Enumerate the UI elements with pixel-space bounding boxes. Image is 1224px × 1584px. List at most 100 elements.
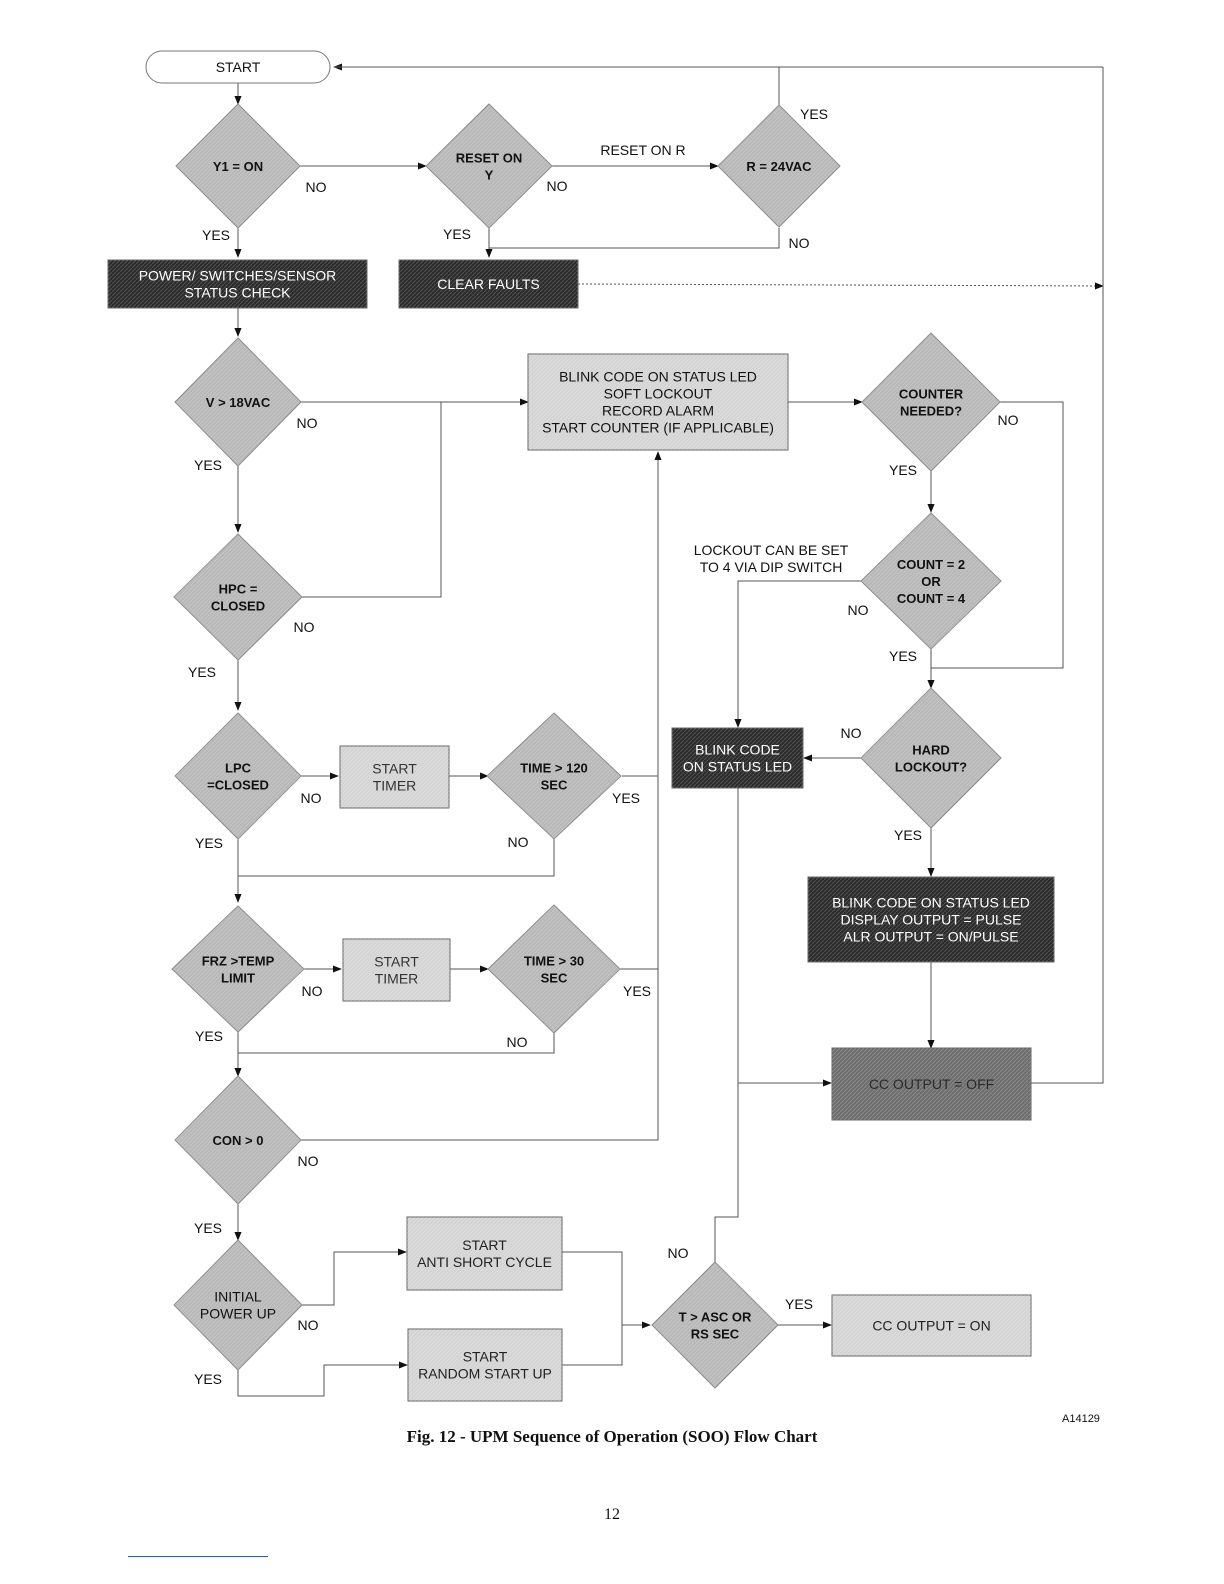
node-text: BLINK CODE — [695, 742, 780, 758]
node-text: STATUS CHECK — [184, 285, 291, 301]
edge-label: NO — [298, 1153, 319, 1169]
edge-label: NO — [298, 1317, 319, 1333]
edge-label: LOCKOUT CAN BE SET — [694, 542, 849, 558]
edge — [577, 282, 1104, 290]
figure-id: A14129 — [1062, 1413, 1100, 1425]
edge — [1031, 67, 1104, 1084]
node-text: RANDOM START UP — [418, 1366, 552, 1382]
edge-label: NO — [306, 179, 327, 195]
node-text: CC OUTPUT = OFF — [869, 1076, 994, 1092]
edge-label: NO — [841, 725, 862, 741]
edge-label: NO — [297, 415, 318, 431]
edge-label: NO — [507, 1034, 528, 1050]
edge — [562, 1251, 623, 1366]
edge-label: NO — [294, 619, 315, 635]
decision-text: RS SEC — [691, 1327, 740, 1342]
node-text: START COUNTER (IF APPLICABLE) — [542, 420, 774, 436]
decision-count-2-4: COUNT = 2 OR COUNT = 4 — [860, 512, 1002, 650]
edge-label: NO — [848, 602, 869, 618]
edge-label: YES — [612, 790, 640, 806]
node-text: ON STATUS LED — [683, 759, 792, 775]
edge-label: NO — [998, 412, 1019, 428]
node-text: BLINK CODE ON STATUS LED — [559, 369, 757, 385]
edge-label: YES — [800, 106, 828, 122]
decision-lpc-closed: LPC=CLOSED — [174, 712, 302, 840]
edge-label: YES — [202, 227, 230, 243]
edge-label: NO — [668, 1245, 689, 1261]
edge-label: YES — [785, 1296, 813, 1312]
decision-text: NEEDED? — [900, 404, 962, 419]
edge-label: YES — [194, 1371, 222, 1387]
edge-label: YES — [194, 457, 222, 473]
edge — [333, 63, 780, 106]
decision-text: HARD — [912, 743, 950, 758]
decision-reset-on-y: RESET ON Y — [425, 103, 553, 229]
decision-text: COUNT = 2 — [897, 557, 965, 572]
edge-label: NO — [301, 790, 322, 806]
process-cc-off: CC OUTPUT = OFF — [831, 1047, 1032, 1121]
node-text: BLINK CODE ON STATUS LED — [832, 895, 1030, 911]
node-text: ALR OUTPUT = ON/PULSE — [843, 929, 1018, 945]
node-text: POWER/ SWITCHES/SENSOR — [139, 268, 337, 284]
node-text: TIMER — [373, 778, 417, 794]
edge-label: NO — [508, 834, 529, 850]
decision-text: RESET ON — [456, 151, 522, 166]
decision-text: FRZ >TEMP — [202, 954, 275, 969]
decision-text: OR — [921, 574, 941, 589]
start-terminal: START — [145, 50, 331, 84]
node-text: START — [372, 761, 417, 777]
edge — [734, 580, 862, 728]
edge-label: NO — [547, 178, 568, 194]
decision-hpc-closed: HPC =CLOSED — [173, 533, 303, 661]
decision-text: T > ASC OR — [679, 1310, 752, 1325]
figure-caption: Fig. 12 - UPM Sequence of Operation (SOO… — [406, 1427, 818, 1446]
node-text: SOFT LOCKOUT — [604, 386, 713, 402]
decision-text: Y1 = ON — [213, 159, 263, 174]
decision-text: CLOSED — [211, 599, 265, 614]
decision-text: R = 24VAC — [746, 159, 812, 174]
node-text: TIMER — [375, 971, 419, 987]
edge-label: RESET ON R — [600, 142, 685, 158]
process-cc-on: CC OUTPUT = ON — [831, 1294, 1032, 1357]
edge — [238, 838, 555, 877]
edge-label: NO — [789, 235, 810, 251]
node-text: START — [463, 1349, 508, 1365]
edge-label: TO 4 VIA DIP SWITCH — [700, 559, 843, 575]
decision-text: LIMIT — [221, 971, 255, 986]
edge — [238, 1032, 555, 1054]
decision-text: V > 18VAC — [206, 395, 271, 410]
node-text: ANTI SHORT CYCLE — [417, 1254, 552, 1270]
node-text: START — [374, 954, 419, 970]
edge — [714, 788, 739, 1262]
decision-text: LPC — [225, 761, 252, 776]
edge-label: YES — [623, 983, 651, 999]
edge-label: YES — [443, 226, 471, 242]
edge — [300, 402, 442, 598]
decision-text: TIME > 120 — [520, 761, 588, 776]
edge-label: YES — [889, 648, 917, 664]
decision-text: TIME > 30 — [524, 954, 584, 969]
decision-text: COUNTER — [899, 387, 964, 402]
decision-hard-lockout: HARD LOCKOUT? — [860, 687, 1002, 829]
page-number: 12 — [604, 1506, 620, 1523]
decision-y1-on: Y1 = ON — [175, 103, 301, 229]
decision-text: Y — [485, 168, 494, 183]
edge — [931, 401, 1064, 669]
decision-text: SEC — [541, 971, 568, 986]
edge — [300, 451, 662, 1141]
decision-text: LOCKOUT? — [895, 760, 967, 775]
decision-text: COUNT = 4 — [897, 591, 966, 606]
decision-text: INITIAL — [214, 1289, 262, 1305]
decision-text: SEC — [541, 778, 568, 793]
decision-v-18vac: V > 18VAC — [174, 337, 302, 467]
edge-label: YES — [889, 462, 917, 478]
edge-label: YES — [195, 835, 223, 851]
decision-frz-temp: FRZ >TEMP LIMIT — [171, 905, 305, 1033]
node-text: DISPLAY OUTPUT = PULSE — [841, 912, 1022, 928]
node-text: CC OUTPUT = ON — [872, 1318, 990, 1334]
